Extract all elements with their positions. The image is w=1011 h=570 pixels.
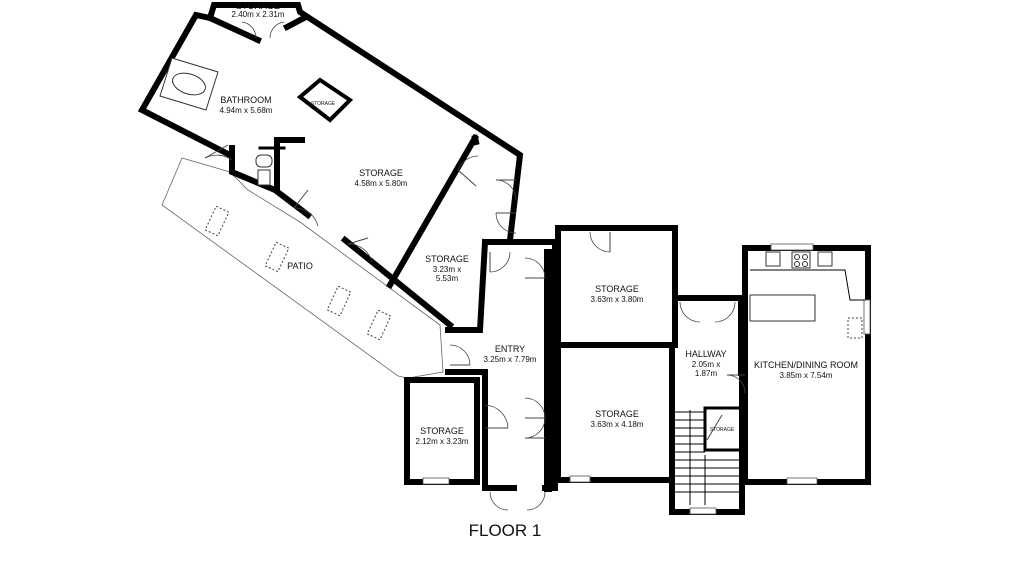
main-block-openings <box>422 243 871 515</box>
toilet-tank <box>257 169 271 186</box>
toilet <box>255 154 273 168</box>
main-door-swings <box>449 231 746 511</box>
storage-top-name: STORAGE <box>236 1 280 11</box>
entry-dims: 3.25m x 7.79m <box>484 355 537 364</box>
hallway-dims-2: 1.87m <box>695 369 718 378</box>
storage-right-top-name: STORAGE <box>595 284 639 294</box>
bathroom-name: BATHROOM <box>220 95 271 105</box>
kitchen-name: KITCHEN/DINING ROOM <box>754 360 858 370</box>
floor-label: FLOOR 1 <box>469 521 542 540</box>
storage-mid-dims-1: 3.23m x <box>433 265 461 274</box>
storage-left-name: STORAGE <box>420 426 464 436</box>
storage-right-top-dims: 3.63m x 3.80m <box>591 295 644 304</box>
skylight <box>204 205 230 237</box>
hallway-dims-1: 2.05m x <box>692 360 720 369</box>
storage-large-name: STORAGE <box>359 168 403 178</box>
room-labels: STORAGE 2.40m x 2.31m BATHROOM 4.94m x 5… <box>220 1 858 446</box>
kitchen-fixtures <box>749 251 865 339</box>
bathroom-dims: 4.94m x 5.68m <box>220 106 273 115</box>
storage-closet-name: STORAGE <box>311 101 336 107</box>
storage-stair-name: STORAGE <box>710 427 735 433</box>
skylight <box>366 309 392 341</box>
patio-name: PATIO <box>287 261 313 271</box>
storage-top-dims: 2.40m x 2.31m <box>232 10 285 19</box>
storage-mid-name: STORAGE <box>425 254 469 264</box>
kitchen-island <box>749 294 816 322</box>
bath-basin <box>172 72 206 96</box>
storage-right-bottom-dims: 3.63m x 4.18m <box>591 420 644 429</box>
upper-door-swings <box>241 21 517 263</box>
bathroom-fixtures <box>159 57 273 186</box>
sink <box>765 251 781 267</box>
storage-mid-dims-2: 5.53m <box>436 274 459 283</box>
storage-right-bottom-name: STORAGE <box>595 409 639 419</box>
skylight <box>326 285 352 317</box>
main-block-walls <box>404 225 871 515</box>
prep-sink <box>817 251 833 267</box>
patio-area <box>161 157 444 379</box>
upper-wing-walls <box>137 2 524 330</box>
storage-left-dims: 2.12m x 3.23m <box>416 437 469 446</box>
storage-large-dims: 4.58m x 5.80m <box>355 179 408 188</box>
hallway-name: HALLWAY <box>685 349 726 359</box>
kitchen-dims: 3.85m x 7.54m <box>780 371 833 380</box>
staircase <box>675 410 740 505</box>
skylight <box>264 241 290 273</box>
entry-name: ENTRY <box>495 344 525 354</box>
appliance-outline <box>847 317 863 339</box>
